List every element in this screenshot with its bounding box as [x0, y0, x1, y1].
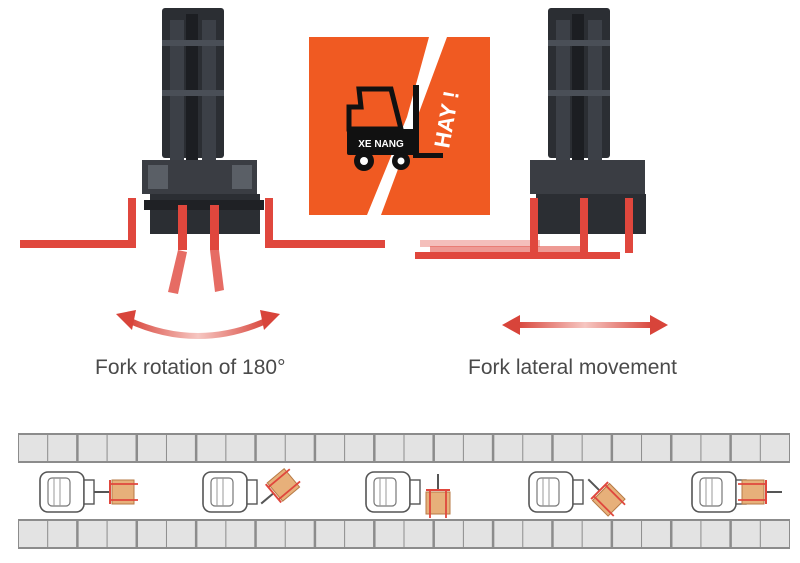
- forklift-lateral-illustration: [415, 8, 646, 259]
- aisle-sequence-diagram: [18, 433, 790, 549]
- logo-text-line1: XE NANG: [358, 139, 404, 150]
- forklift-step: [691, 471, 782, 513]
- mast: [162, 8, 224, 164]
- fork-head: [738, 479, 782, 505]
- mast: [548, 8, 610, 164]
- rack-row-top: [18, 433, 790, 463]
- forklift-sequence: [39, 467, 782, 518]
- curved-double-arrow-icon: [116, 310, 280, 339]
- carriage: [142, 160, 264, 234]
- forklift-step: [202, 467, 301, 513]
- straight-double-arrow-icon: [502, 315, 668, 335]
- forklift-step: [39, 471, 138, 513]
- forklift-step: [365, 471, 451, 518]
- fork-head: [425, 474, 451, 518]
- forks: [20, 198, 385, 294]
- caption-fork-lateral: Fork lateral movement: [468, 356, 677, 379]
- forklift-rotation-illustration: [20, 8, 385, 294]
- forks: [415, 198, 633, 259]
- fork-head: [260, 467, 301, 505]
- forklift-icon: [346, 85, 443, 171]
- caption-fork-rotation: Fork rotation of 180°: [95, 356, 286, 379]
- fork-head: [587, 478, 626, 517]
- brand-logo: XE NANG HAY !: [309, 37, 490, 215]
- fork-head: [94, 479, 138, 505]
- rack-row-bottom: [18, 519, 790, 549]
- forklift-step: [528, 471, 626, 517]
